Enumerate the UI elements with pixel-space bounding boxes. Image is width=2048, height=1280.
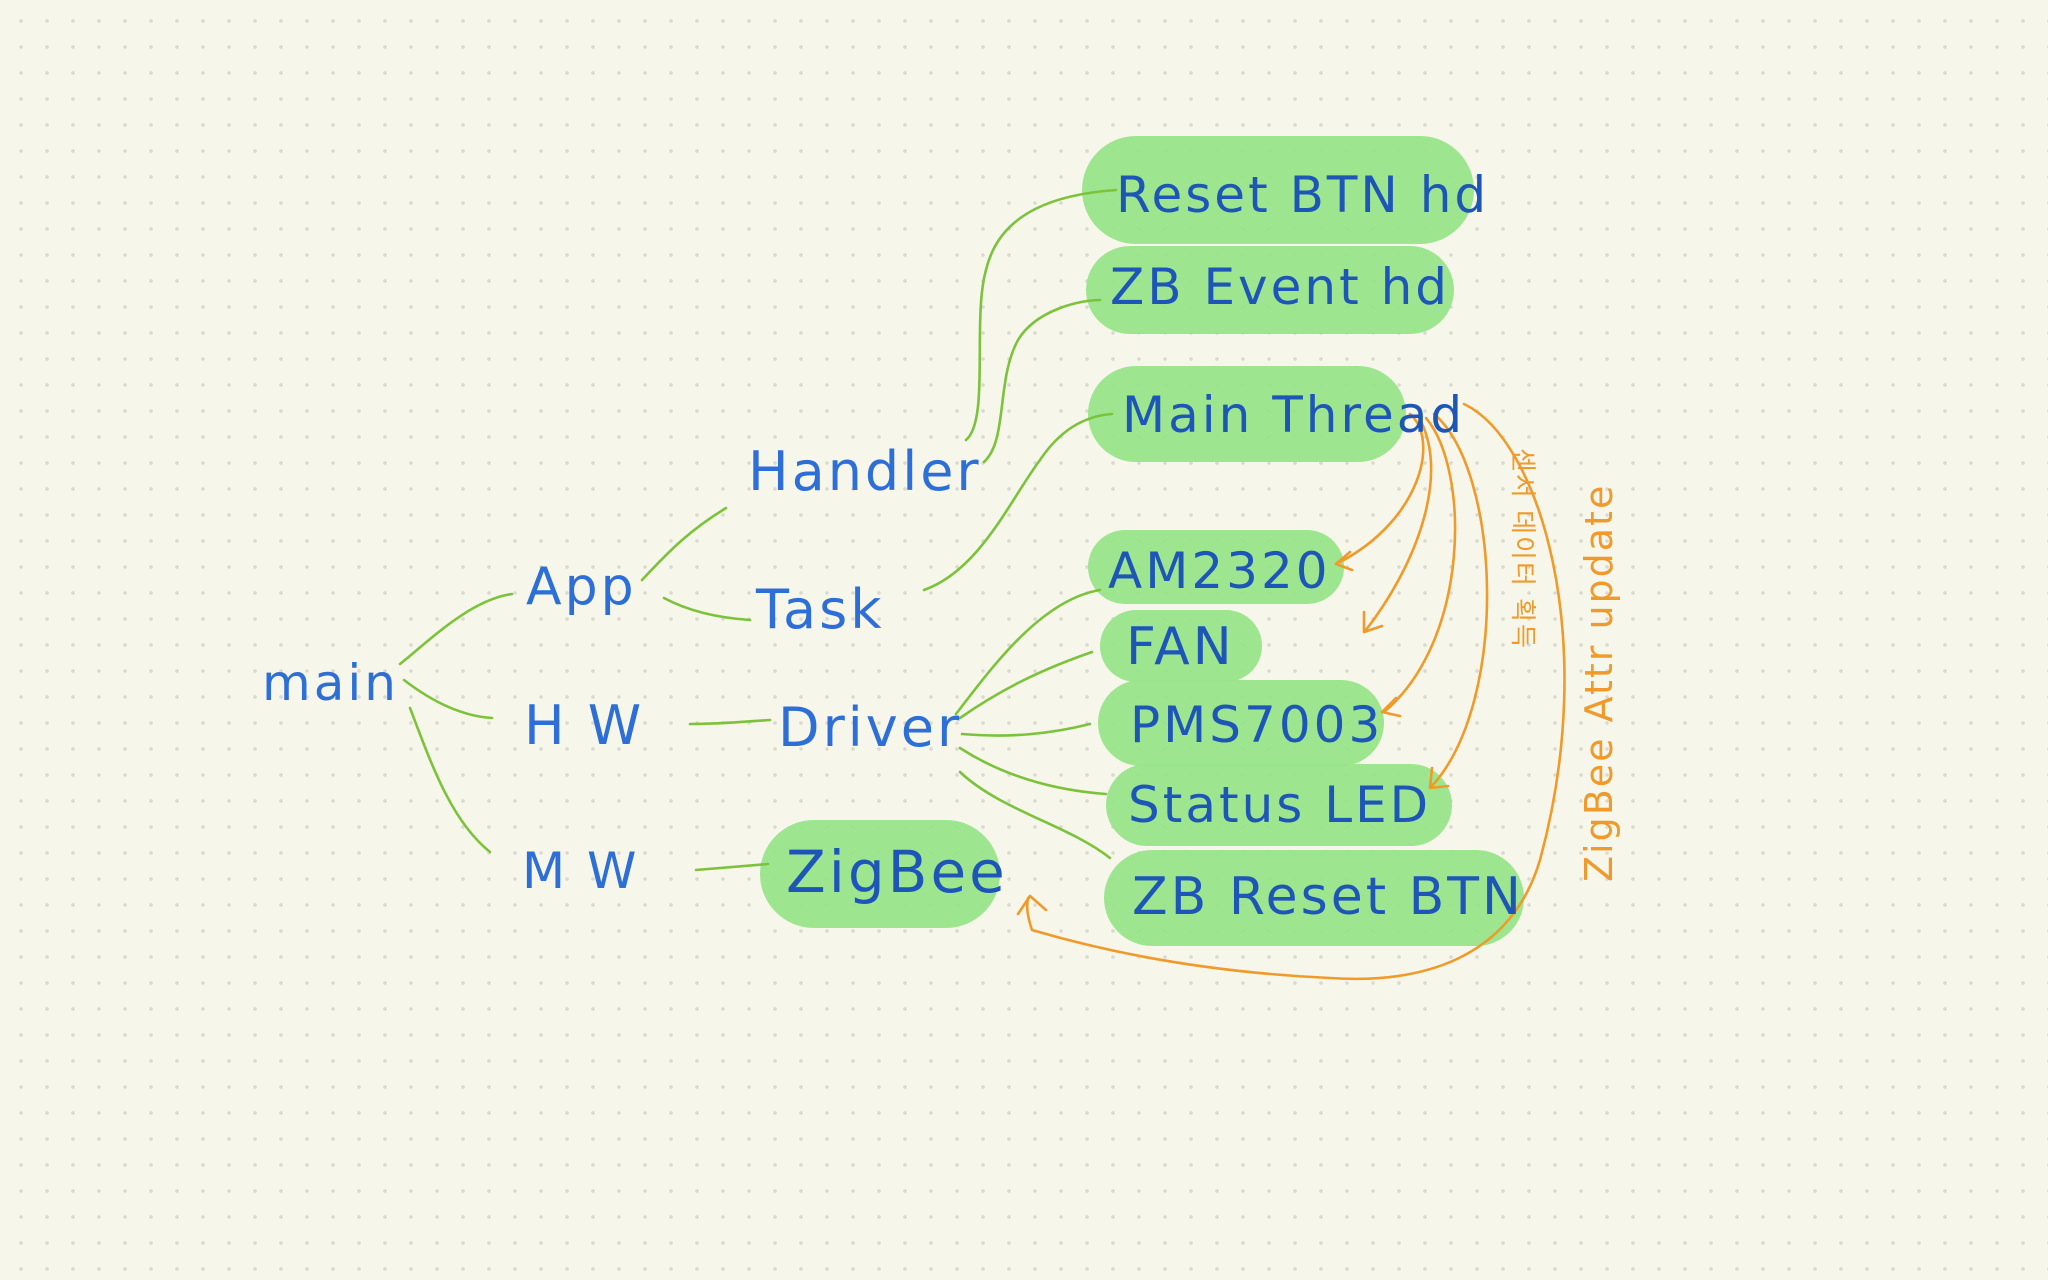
connector-app-task [662, 596, 752, 622]
highlight-am2320 [1088, 530, 1344, 604]
connector-driver-fan [958, 650, 1094, 720]
highlight-reset-btn-hd [1082, 136, 1474, 244]
connector-driver-led [958, 746, 1108, 796]
highlight-zb-event-hd [1086, 246, 1454, 334]
highlight-zigbee [760, 820, 1000, 928]
node-reset-btn-hd: Reset BTN hd [1116, 166, 1489, 224]
arrow-mainthread-led [1430, 412, 1489, 788]
connector-handler-zbevent [982, 298, 1102, 464]
connector-main-app [398, 592, 514, 666]
arrow-mainthread-am2320 [1338, 412, 1425, 564]
node-fan: FAN [1126, 617, 1235, 677]
connector-hw-driver [688, 718, 772, 726]
node-status-led: Status LED [1128, 776, 1431, 834]
node-labels: main App H W M W Handler Task Driver Zig… [262, 166, 1524, 927]
highlights [760, 136, 1524, 946]
highlight-main-thread [1088, 366, 1406, 462]
node-app: App [526, 557, 637, 617]
arrowhead-fan [1362, 610, 1384, 634]
highlight-fan [1100, 610, 1262, 682]
connector-mw-zigbee [694, 862, 770, 872]
node-main: main [262, 654, 399, 712]
connector-handler-reset [964, 188, 1118, 442]
connector-main-hw [402, 678, 494, 720]
annotation-sensor-read: 센서 데이터 획득 [1507, 448, 1537, 650]
connector-driver-zbreset [958, 770, 1112, 860]
connectors [398, 188, 1118, 872]
arrow-mainthread-pms [1382, 416, 1457, 714]
node-handler: Handler [748, 440, 982, 503]
connector-driver-pms [960, 722, 1092, 737]
arrowhead-led [1428, 766, 1450, 790]
connector-driver-am2320 [954, 588, 1102, 716]
highlight-pms7003 [1098, 680, 1384, 766]
annotations: 센서 데이터 획득 ZigBee Attr update [1507, 448, 1621, 882]
node-mw: M W [522, 842, 639, 900]
orange-arrows [1016, 402, 1566, 981]
node-zb-reset-btn: ZB Reset BTN [1132, 867, 1524, 927]
arrowhead-pms [1380, 696, 1402, 718]
node-hw: H W [524, 694, 644, 757]
node-zigbee: ZigBee [786, 838, 1008, 906]
node-zb-event-hd: ZB Event hd [1110, 258, 1450, 316]
arrow-mainthread-zigbee [1025, 402, 1566, 981]
connector-app-handler [640, 506, 728, 582]
node-main-thread: Main Thread [1122, 386, 1465, 444]
annotation-zigbee-update: ZigBee Attr update [1577, 484, 1621, 882]
connector-task-mainthread [922, 412, 1114, 592]
arrowhead-zigbee [1016, 894, 1048, 916]
arrow-mainthread-fan [1364, 414, 1433, 632]
highlight-status-led [1106, 764, 1452, 846]
arrowhead-am2320 [1334, 550, 1354, 572]
highlight-zb-reset-btn [1104, 850, 1524, 946]
node-task: Task [755, 578, 885, 641]
node-driver: Driver [778, 696, 962, 759]
connector-main-mw [408, 706, 492, 854]
node-pms7003: PMS7003 [1130, 696, 1383, 754]
node-am2320: AM2320 [1108, 542, 1331, 600]
